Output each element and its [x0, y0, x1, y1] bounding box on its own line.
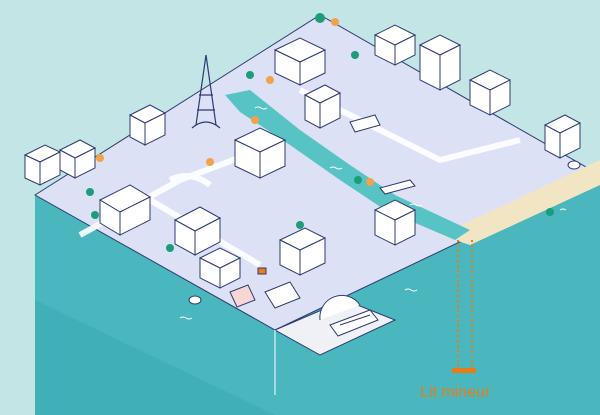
building-icon [198, 247, 242, 289]
building-icon [233, 127, 287, 179]
river-ripples [179, 106, 567, 320]
metro-train-icon [329, 309, 379, 337]
building-icon [128, 104, 167, 146]
tree-icon [296, 221, 304, 229]
building-icon [278, 227, 327, 276]
tree-icon [351, 51, 359, 59]
building-icon [543, 114, 582, 159]
tree-icon [331, 18, 339, 26]
buildings [23, 24, 582, 289]
tree-icon [86, 188, 94, 196]
tree-icon [166, 244, 174, 252]
sand-bank [440, 160, 600, 245]
building-icon [373, 199, 417, 246]
building-icon [98, 184, 152, 236]
tree-icon [266, 76, 274, 84]
tree-icon [91, 211, 99, 219]
eiffel-tower-icon [191, 54, 221, 129]
building-icon [58, 139, 97, 179]
building-icon [23, 144, 62, 186]
building-icon [468, 69, 512, 116]
trees [86, 13, 554, 252]
metro-entrance [229, 267, 301, 309]
tree-icon [315, 13, 325, 23]
lit-mineur-measure [457, 240, 473, 370]
building-icon [418, 34, 462, 91]
building-icon [173, 206, 222, 256]
city-ground [34, 14, 600, 331]
outfall-pipes [188, 160, 581, 305]
tree-icon [354, 176, 362, 184]
lit-mineur-bar [452, 368, 476, 373]
river [225, 90, 470, 240]
building-icon [273, 37, 327, 86]
tree-icon [246, 71, 254, 79]
bridge [379, 179, 416, 195]
lit-mineur-label: Lit mineur [420, 384, 491, 401]
tree-icon [206, 158, 214, 166]
tree-icon [366, 178, 374, 186]
deep-water-layer [35, 300, 275, 415]
tree-icon [251, 116, 259, 124]
block-side-right [275, 175, 600, 415]
tree-icon [96, 154, 104, 162]
building-icon [303, 84, 342, 129]
tree-icon [546, 208, 554, 216]
boat-icon [349, 114, 381, 133]
underground-metro [273, 295, 397, 395]
building-icon [373, 24, 417, 66]
